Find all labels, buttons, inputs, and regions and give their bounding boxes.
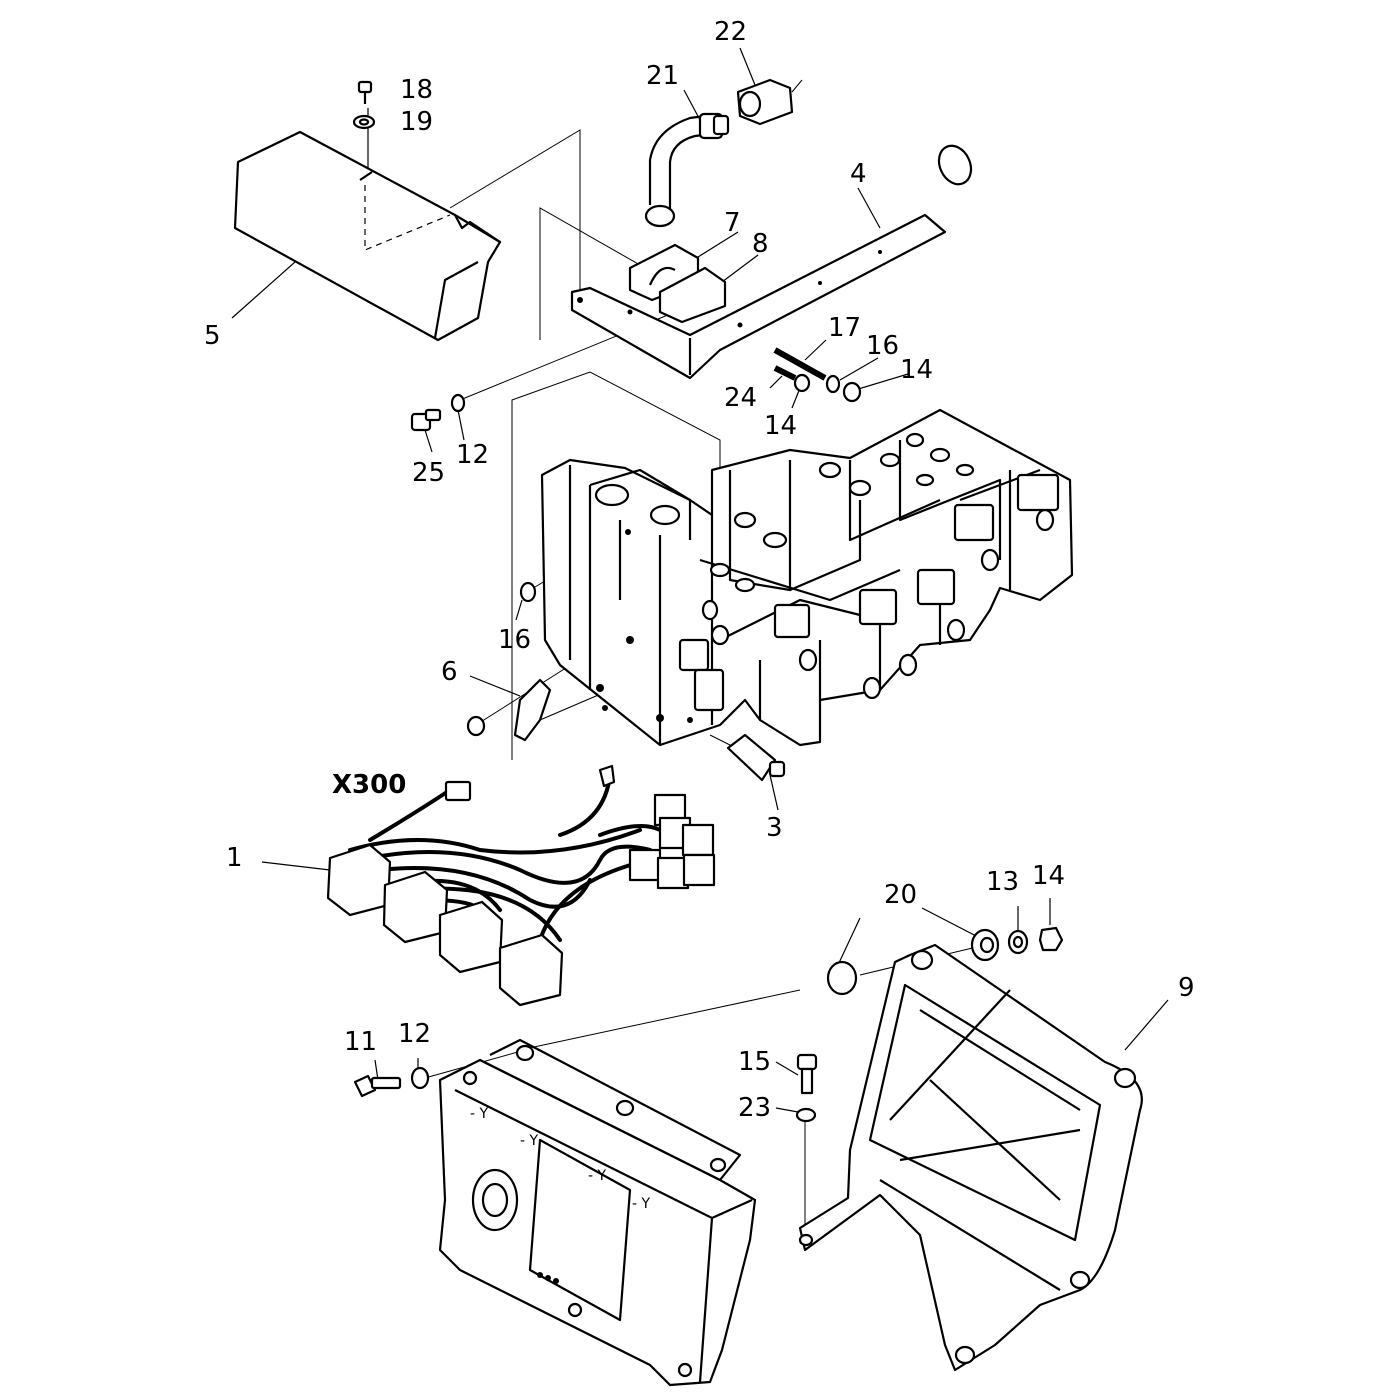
label-11: 11 [344,1027,377,1057]
pipe-21 [644,112,730,228]
label-14-top: 14 [900,355,933,385]
nut-14-top-a [842,381,862,403]
washer-20-a [826,960,858,996]
label-17: 17 [828,313,861,343]
washer-12-top [450,393,466,413]
label-5: 5 [204,321,221,351]
label-18: 18 [400,75,433,105]
label-13: 13 [986,867,1019,897]
valve-block [540,408,1074,747]
label-21: 21 [646,61,679,91]
label-1: 1 [226,843,243,873]
label-14-mid: 14 [764,411,797,441]
bolt-15 [796,1053,818,1095]
svg-text:- Y: - Y [470,1106,489,1122]
label-7: 7 [724,208,741,238]
label-23: 23 [738,1093,771,1123]
washer-16-top [825,374,841,394]
svg-text:- Y: - Y [632,1196,651,1212]
washer-12-bottom [410,1066,430,1090]
label-16-left: 16 [498,625,531,655]
control-unit: - Y - Y - Y - Y [438,1038,757,1387]
wiring-harness [326,764,716,1007]
connector-label: X300 [332,770,406,800]
label-22: 22 [714,17,747,47]
label-12-bottom: 12 [398,1019,431,1049]
label-25: 25 [412,458,445,488]
nut-14-top-b [793,373,811,393]
label-12-top: 12 [456,440,489,470]
label-19: 19 [400,107,433,137]
washer-23 [795,1107,817,1123]
washer-16-left [519,581,537,603]
label-9: 9 [1178,973,1195,1003]
bracket-6 [513,678,552,742]
label-15: 15 [738,1047,771,1077]
cover-part [233,130,502,342]
stud-17 [773,347,827,381]
label-6: 6 [441,657,458,687]
clamp-8 [658,266,727,324]
washer-13 [1007,929,1029,955]
stud-24 [773,365,797,381]
svg-text:- Y: - Y [588,1168,607,1184]
nut-14-right [1038,926,1064,952]
label-24: 24 [724,383,757,413]
nut-6 [466,715,486,737]
mounting-frame-9 [798,943,1143,1372]
washer-20-b [970,928,1000,962]
sensor-3 [726,733,786,782]
leader-lines [231,47,1169,1256]
svg-text:- Y: - Y [520,1133,539,1149]
washer-19 [352,114,376,130]
label-14-right: 14 [1032,861,1065,891]
label-20: 20 [884,880,917,910]
bolt-25 [410,408,442,432]
label-3: 3 [766,813,783,843]
label-16-top: 16 [866,331,899,361]
screw-18 [357,80,373,104]
label-8: 8 [752,229,769,259]
label-4: 4 [850,159,867,189]
bracket-4 [570,144,973,380]
part-labels: X300 1 3 4 5 6 7 8 9 11 12 12 13 14 14 1… [204,17,1195,1123]
nut-22 [736,78,803,126]
bolt-11 [353,1074,402,1098]
